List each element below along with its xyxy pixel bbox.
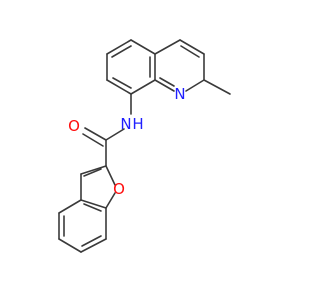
bond: [58, 238, 82, 253]
bond: [180, 45, 200, 58]
bond: [106, 39, 132, 55]
bond: [185, 79, 205, 92]
structure-svg: N N H O O: [58, 39, 231, 253]
bond: [154, 79, 175, 92]
bond: [179, 39, 205, 55]
bond: [80, 199, 107, 209]
bond: [105, 165, 116, 186]
oxygen-carbonyl-label: O: [68, 117, 80, 135]
bond: [81, 235, 102, 247]
bond: [154, 39, 181, 55]
bond: [58, 199, 82, 214]
nitrogen-ring-label: N: [174, 85, 185, 103]
bond: [83, 203, 102, 212]
bond: [105, 128, 125, 141]
molecule-diagram: N N H O O: [58, 39, 231, 253]
bond: [203, 79, 231, 95]
bond: [82, 133, 104, 147]
bond: [130, 79, 156, 95]
bond: [111, 45, 132, 58]
bond: [80, 238, 107, 253]
bond: [106, 79, 132, 95]
oxygen-furan-label: O: [113, 180, 125, 198]
hydrogen-amide-label: H: [132, 115, 143, 133]
bond: [112, 77, 132, 89]
nitrogen-amide-label: N: [120, 115, 131, 133]
bond: [83, 168, 102, 177]
bond: [159, 77, 175, 87]
bond: [84, 127, 107, 141]
bond: [130, 39, 156, 55]
bond: [80, 165, 107, 175]
bond: [105, 192, 116, 209]
